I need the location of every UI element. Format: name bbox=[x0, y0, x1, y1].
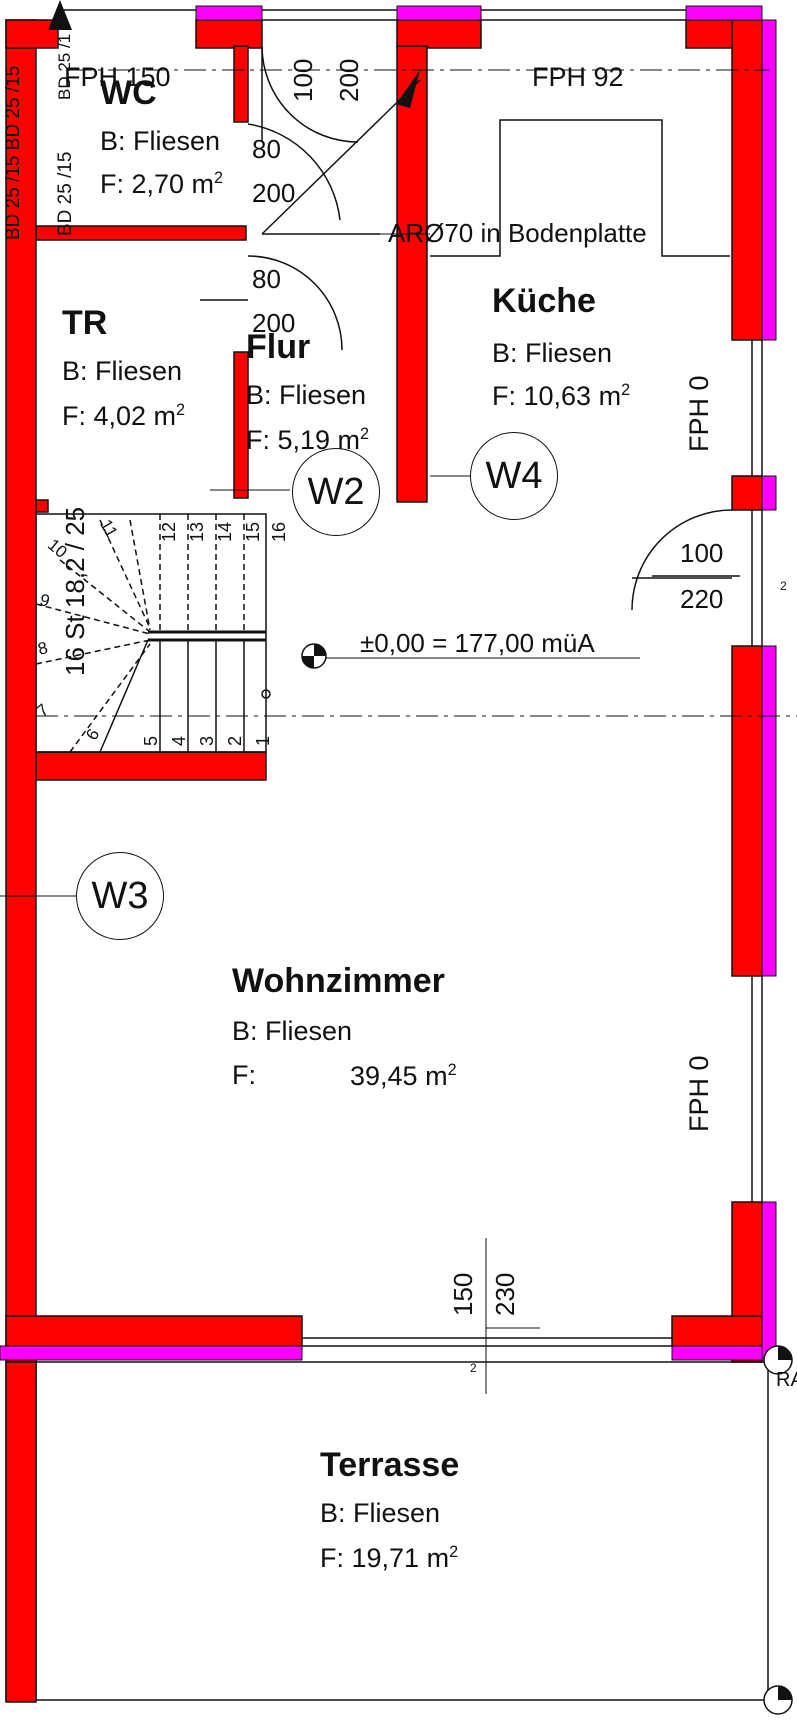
room-area-terrasse: F: 19,71 m2 bbox=[320, 1543, 459, 1573]
step-number: 3 bbox=[197, 735, 217, 746]
room-name-wc: WC bbox=[100, 74, 157, 112]
room-belag-flur: B: Fliesen bbox=[246, 380, 367, 410]
wall-wc-bottom bbox=[35, 225, 247, 241]
wall-stair-bottom bbox=[35, 751, 267, 781]
wall-tr-bottom bbox=[35, 499, 49, 513]
dim-flur-door-h: 200 bbox=[252, 308, 296, 338]
insul-bottom-right bbox=[671, 1345, 763, 1361]
dim-wc-door-h: 200 bbox=[252, 178, 296, 208]
dim-side-h: 220 bbox=[680, 584, 724, 614]
step-number: 5 bbox=[141, 735, 161, 746]
dim-terr-h: 230 bbox=[490, 1272, 520, 1316]
insul-right-3 bbox=[761, 645, 777, 977]
corner-marker bbox=[763, 1345, 793, 1715]
wall-right-1 bbox=[731, 19, 763, 341]
step-number: 12 bbox=[159, 521, 179, 542]
wall-wc-right bbox=[233, 45, 249, 123]
wall-top-mid bbox=[396, 19, 482, 49]
label-fph0-lower: FPH 0 bbox=[684, 1055, 714, 1132]
label-fph150: FPH 150 bbox=[64, 62, 171, 92]
room-area-wc: F: 2,70 m2 bbox=[100, 169, 224, 199]
room-area-kueche: F: 10,63 m2 bbox=[492, 381, 631, 411]
step-number: 14 bbox=[215, 521, 235, 542]
level-marker bbox=[301, 643, 327, 669]
label-fph0-upper: FPH 0 bbox=[684, 375, 714, 452]
step-number: 4 bbox=[169, 735, 189, 746]
label-ra: RA bbox=[776, 1369, 797, 1391]
step-number: 2 bbox=[225, 735, 245, 746]
room-area-wohnzimmer: 39,45 m2 bbox=[350, 1061, 457, 1091]
insul-top-1 bbox=[195, 5, 263, 21]
room-name-flur: Flur bbox=[246, 328, 311, 366]
axis-marker-w4: W4 bbox=[470, 432, 558, 520]
room-belag-kueche: B: Fliesen bbox=[492, 338, 613, 368]
dim-entry-200: 200 bbox=[334, 58, 364, 102]
label-bd-outer: BD 25 /15 BD 25 /15 bbox=[3, 65, 24, 240]
dim-terr-w: 150 bbox=[448, 1272, 478, 1316]
room-name-tr: TR bbox=[62, 304, 108, 342]
wall-top-wc bbox=[195, 19, 263, 49]
dim-small-b: 2 bbox=[780, 579, 787, 593]
label-fph92: FPH 92 bbox=[532, 62, 624, 92]
insul-top-2 bbox=[396, 5, 482, 21]
dim-small-a: 2 bbox=[470, 1361, 477, 1375]
wall-right-3 bbox=[731, 645, 763, 977]
wall-right-2 bbox=[731, 475, 763, 511]
room-name-wohnzimmer: Wohnzimmer bbox=[232, 962, 445, 1000]
label-bd-small: BD 25 /1 bbox=[55, 33, 74, 100]
room-area-wohnzimmer-prefix: F: bbox=[232, 1060, 256, 1090]
step-number: 13 bbox=[187, 521, 207, 542]
insul-right-1 bbox=[761, 19, 777, 341]
dim-entry-100: 100 bbox=[288, 58, 318, 102]
insul-bottom-left bbox=[0, 1345, 303, 1361]
room-name-kueche: Küche bbox=[492, 282, 596, 320]
room-belag-wc: B: Fliesen bbox=[100, 126, 221, 156]
step-number: 15 bbox=[243, 521, 263, 542]
insul-top-3 bbox=[685, 5, 763, 21]
axis-marker-w2: W2 bbox=[292, 448, 380, 536]
wall-terrace-left bbox=[5, 1361, 37, 1703]
label-level: ±0,00 = 177,00 müA bbox=[360, 628, 595, 658]
room-area-tr: F: 4,02 m2 bbox=[62, 401, 186, 431]
wall-bottom-right bbox=[671, 1315, 763, 1347]
room-belag-wohnzimmer: B: Fliesen bbox=[232, 1016, 353, 1046]
insul-right-2 bbox=[761, 475, 777, 511]
wall-top-left bbox=[5, 19, 59, 49]
dim-side-w: 100 bbox=[680, 538, 724, 568]
step-number: 1 bbox=[253, 735, 273, 746]
label-aro: ARØ70 in Bodenplatte bbox=[388, 218, 647, 248]
label-stair: 16 St 18,2 / 25 bbox=[60, 506, 90, 676]
dim-flur-door-w: 80 bbox=[252, 264, 281, 294]
room-belag-terrasse: B: Fliesen bbox=[320, 1498, 441, 1528]
dim-wc-door-w: 80 bbox=[252, 134, 281, 164]
room-belag-tr: B: Fliesen bbox=[62, 356, 183, 386]
insul-right-4 bbox=[761, 1201, 777, 1363]
wall-tr-right bbox=[233, 351, 249, 499]
room-name-terrasse: Terrasse bbox=[320, 1446, 460, 1484]
wall-bottom-left bbox=[5, 1315, 303, 1347]
wall-central bbox=[396, 45, 428, 503]
axis-marker-w3: W3 bbox=[76, 852, 164, 940]
step-number: 16 bbox=[269, 521, 289, 542]
label-bd-inner: BD 25 /15 bbox=[55, 151, 76, 237]
